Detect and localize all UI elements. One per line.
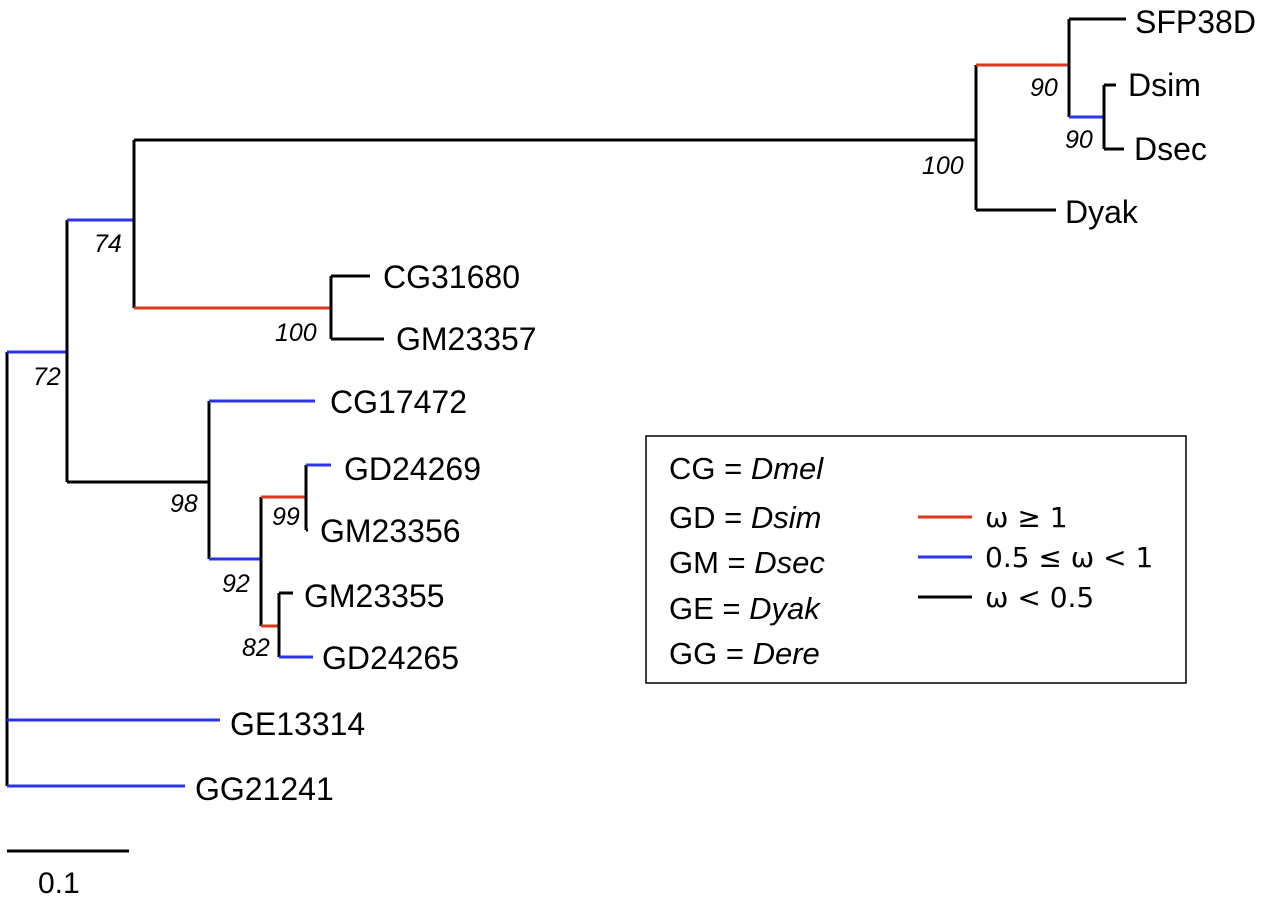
bootstrap-values: 90 90 100 74 100 72 98 99 92 82 bbox=[33, 74, 1093, 662]
bootstrap-value: 99 bbox=[272, 503, 300, 531]
tip-label-sfp38d: SFP38D bbox=[1135, 4, 1256, 40]
tip-labels: SFP38D Dsim Dsec Dyak CG31680 GM23357 CG… bbox=[195, 4, 1256, 807]
tip-label-gd24265: GD24265 bbox=[322, 640, 459, 676]
legend-box: CG = Dmel GD = Dsim GM = Dsec GE = Dyak … bbox=[645, 435, 1187, 684]
legend-code: CG = bbox=[669, 451, 742, 486]
bootstrap-value: 100 bbox=[275, 319, 317, 347]
legend-omega-label: ω < 0.5 bbox=[985, 581, 1094, 614]
legend-code-row: GG = Dere bbox=[669, 636, 820, 671]
legend-code-row: GD = Dsim bbox=[669, 500, 821, 535]
scale-bar-label: 0.1 bbox=[38, 867, 80, 899]
tip-label-gd24269: GD24269 bbox=[344, 451, 481, 487]
tip-label-ge13314: GE13314 bbox=[230, 706, 365, 742]
legend-code: GG = bbox=[669, 636, 744, 671]
legend-code: GE = bbox=[669, 591, 741, 626]
bootstrap-value: 74 bbox=[94, 230, 122, 258]
bootstrap-value: 90 bbox=[1065, 126, 1093, 154]
legend-code-row: GM = Dsec bbox=[669, 545, 825, 580]
legend-code: GM = bbox=[669, 545, 746, 580]
legend-code-row: CG = Dmel bbox=[669, 451, 824, 486]
tip-label-gm23357: GM23357 bbox=[396, 321, 537, 357]
tip-label-gg21241: GG21241 bbox=[195, 771, 334, 807]
bootstrap-value: 92 bbox=[222, 570, 250, 598]
tip-label-dyak: Dyak bbox=[1065, 194, 1139, 230]
bootstrap-value: 72 bbox=[33, 363, 61, 391]
tree-branches bbox=[5, 17, 1126, 788]
legend-omega-label: ω ≥ 1 bbox=[985, 501, 1068, 534]
legend-omega-label: 0.5 ≤ ω < 1 bbox=[985, 541, 1153, 574]
tip-label-gm23356: GM23356 bbox=[320, 513, 461, 549]
legend-species: Dere bbox=[753, 636, 820, 671]
bootstrap-value: 90 bbox=[1030, 74, 1058, 102]
bootstrap-value: 82 bbox=[242, 634, 270, 662]
legend-species: Dmel bbox=[751, 451, 824, 486]
tip-label-dsec: Dsec bbox=[1134, 131, 1207, 167]
tip-label-cg17472: CG17472 bbox=[330, 384, 467, 420]
tip-label-gm23355: GM23355 bbox=[304, 578, 445, 614]
tip-label-cg31680: CG31680 bbox=[383, 259, 520, 295]
bootstrap-value: 100 bbox=[922, 152, 964, 180]
bootstrap-value: 98 bbox=[170, 490, 198, 518]
tip-label-dsim: Dsim bbox=[1128, 67, 1201, 103]
legend-code-row: GE = Dyak bbox=[669, 591, 821, 626]
legend-code: GD = bbox=[669, 500, 742, 535]
legend-species: Dyak bbox=[749, 591, 821, 626]
legend-species: Dsec bbox=[754, 545, 825, 580]
scale-bar: 0.1 bbox=[7, 849, 129, 899]
legend-border bbox=[645, 435, 1187, 684]
legend-species: Dsim bbox=[751, 500, 822, 535]
